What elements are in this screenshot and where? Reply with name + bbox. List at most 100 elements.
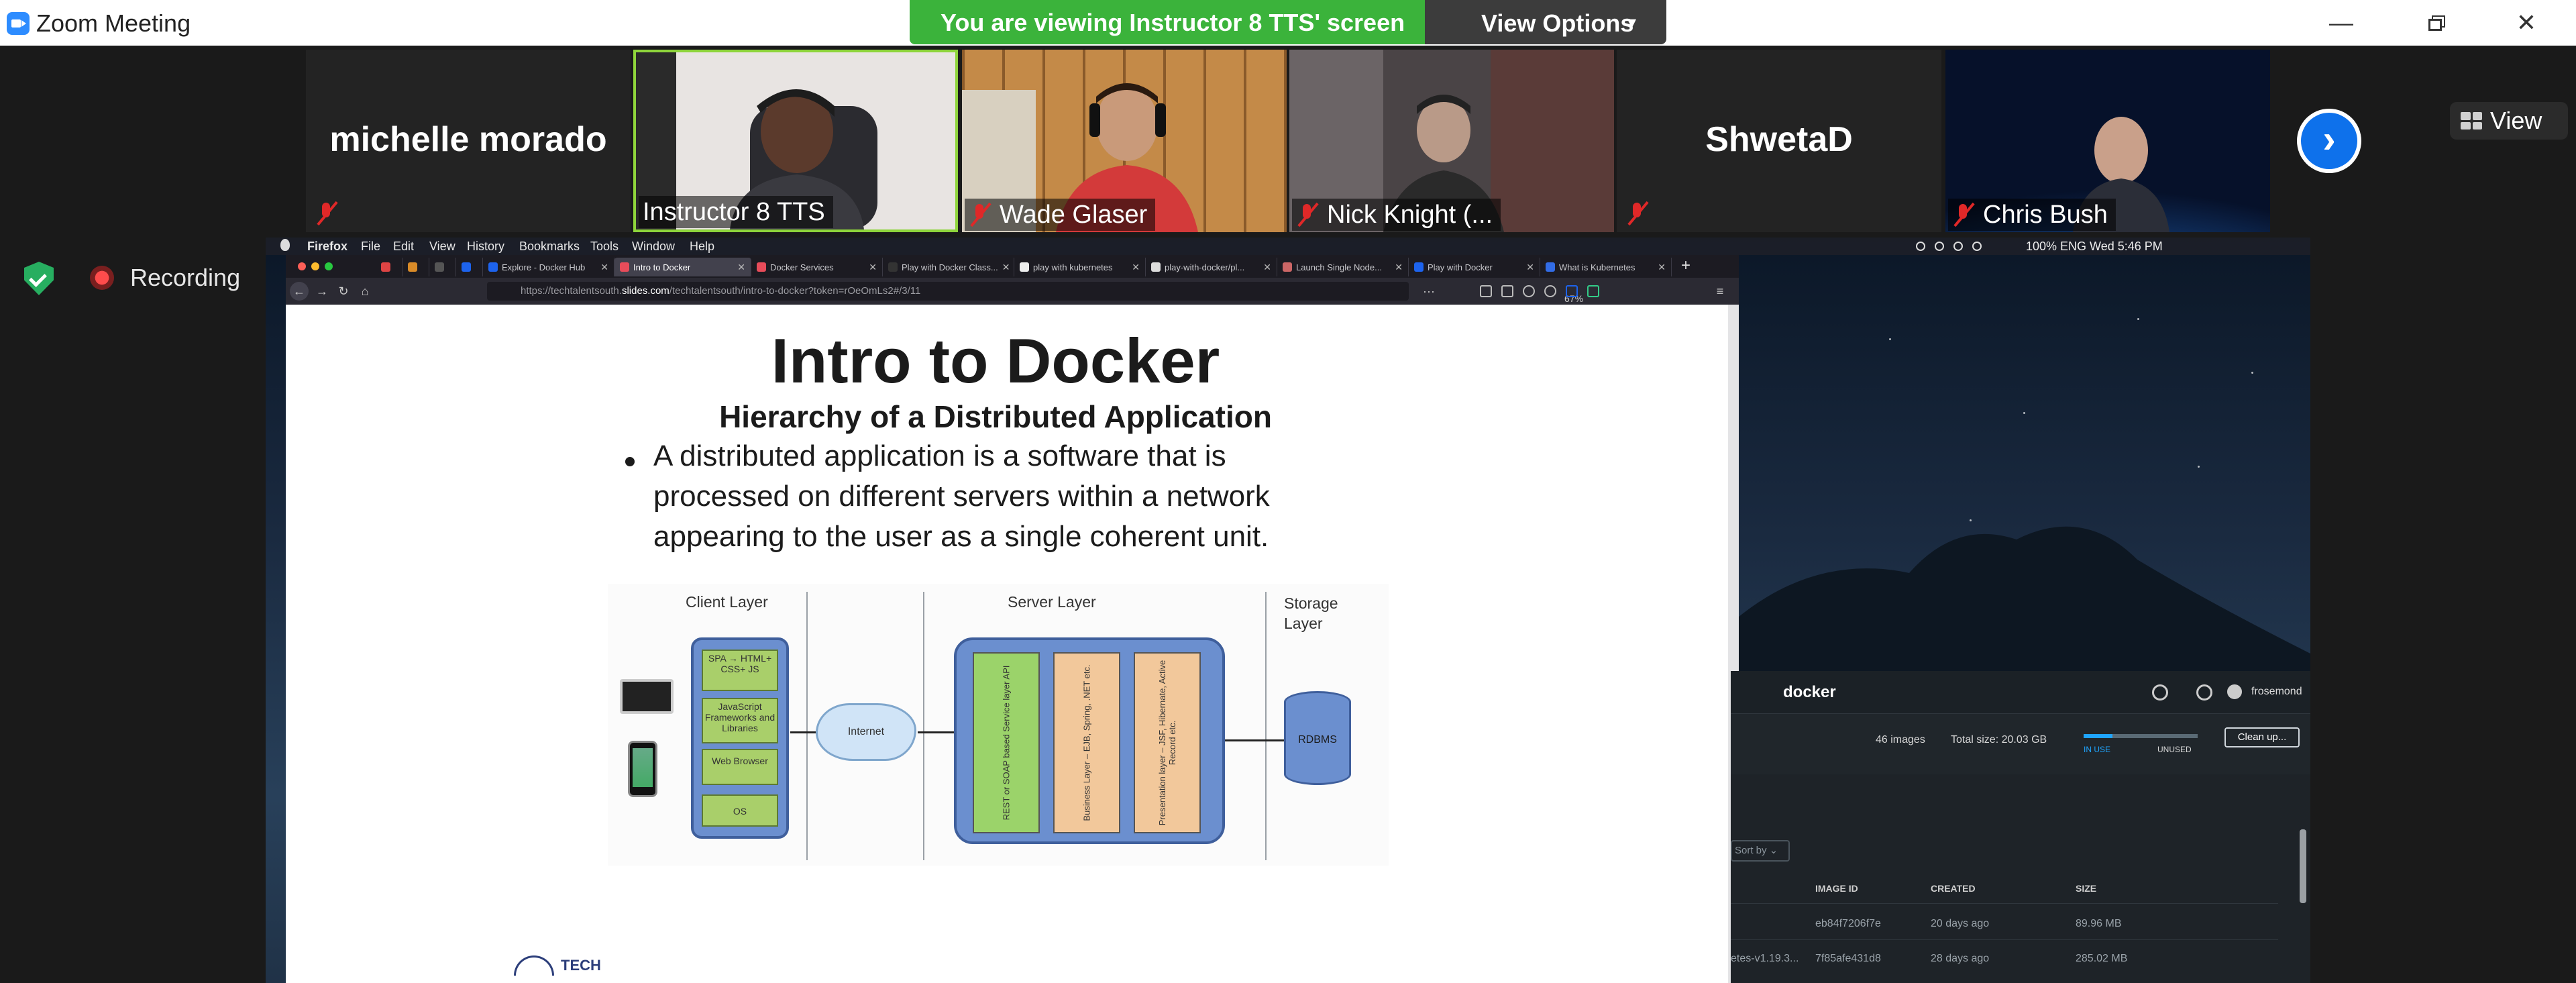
browser-tab[interactable]: What is Kubernetes✕ (1540, 258, 1672, 276)
disk-usage-fill (2084, 734, 2112, 738)
page-actions-button[interactable]: ··· (1423, 284, 1435, 298)
column-header-size[interactable]: SIZE (2076, 883, 2097, 894)
participant-tile-active-speaker[interactable]: Instructor 8 TTS (633, 50, 958, 232)
recording-label[interactable]: Recording (130, 264, 241, 291)
desktop-wallpaper-cliff (1735, 526, 2310, 680)
participant-name: Nick Knight (... (1327, 200, 1493, 229)
library-icon[interactable] (1480, 285, 1492, 297)
docker-scrollbar[interactable] (2300, 829, 2306, 903)
zoom-window-icon[interactable] (325, 262, 333, 270)
mic-muted-icon (969, 201, 991, 228)
status-icon[interactable] (1972, 242, 1982, 251)
participant-tile[interactable]: Chris Bush (1945, 50, 2270, 232)
participant-name: Instructor 8 TTS (643, 197, 825, 226)
menu-bookmarks[interactable]: Bookmarks (519, 240, 580, 253)
minimize-window-icon[interactable] (311, 262, 319, 270)
troubleshoot-icon[interactable] (2196, 684, 2212, 701)
view-layout-button[interactable]: View (2450, 102, 2568, 140)
extension-icon[interactable] (1587, 285, 1599, 297)
forward-button[interactable]: → (316, 284, 328, 298)
menu-history[interactable]: History (467, 240, 505, 253)
client-stack: SPA → HTML+ CSS+ JS JavaScript Framework… (691, 637, 789, 839)
mic-muted-icon (1296, 201, 1319, 228)
status-icon[interactable] (1935, 242, 1944, 251)
image-created: 28 days ago (1931, 953, 1990, 964)
extension-icon[interactable] (1544, 285, 1556, 297)
sidebar-icon[interactable] (1501, 285, 1513, 297)
menu-window[interactable]: Window (632, 240, 676, 253)
next-page-button[interactable]: › (2297, 109, 2361, 173)
sort-by-dropdown[interactable]: Sort by ⌄ (1731, 840, 1790, 862)
restore-button[interactable] (2408, 5, 2462, 40)
column-header-image-id[interactable]: IMAGE ID (1815, 883, 1858, 894)
back-button[interactable]: ← (290, 282, 309, 301)
slide-subtitle: Hierarchy of a Distributed Application (719, 399, 1272, 434)
reload-button[interactable]: ↻ (338, 284, 349, 298)
close-button[interactable]: ✕ (2516, 9, 2537, 36)
browser-tab[interactable]: Launch Single Node...✕ (1277, 258, 1409, 276)
apple-menu-icon[interactable] (280, 239, 290, 251)
pinned-tab-docker[interactable] (456, 258, 483, 276)
internet-cloud: Internet (816, 703, 916, 761)
cleanup-button[interactable]: Clean up... (2224, 727, 2300, 747)
participant-tile[interactable]: ShwetaD (1617, 50, 1941, 232)
browser-tab[interactable]: play with kubernetes✕ (1014, 258, 1146, 276)
account-icon[interactable] (1523, 285, 1535, 297)
participant-tile[interactable]: Nick Knight (... (1289, 50, 1614, 232)
new-tab-button[interactable]: + (1681, 256, 1691, 274)
browser-tab[interactable]: Explore - Docker Hub✕ (483, 258, 614, 276)
browser-tab[interactable]: play-with-docker/pl...✕ (1146, 258, 1277, 276)
image-size: 89.96 MB (2076, 918, 2122, 929)
mic-muted-icon (315, 200, 338, 227)
client-box: SPA → HTML+ CSS+ JS (702, 650, 778, 691)
menu-firefox[interactable]: Firefox (307, 240, 348, 253)
settings-gear-icon[interactable] (2152, 684, 2168, 701)
service-layer-column: REST or SOAP based Service layer API (973, 652, 1040, 833)
client-box: JavaScript Frameworks and Libraries (702, 698, 778, 743)
database-cylinder: RDBMS (1284, 691, 1351, 785)
browser-tab-active[interactable]: Intro to Docker✕ (614, 258, 751, 276)
participant-name: Wade Glaser (1000, 200, 1148, 229)
docker-username[interactable]: frosemond (2251, 686, 2302, 697)
extension-icon[interactable] (1566, 285, 1578, 297)
participant-label: Instructor 8 TTS (639, 196, 833, 228)
encryption-shield-icon[interactable] (24, 262, 54, 295)
menu-tools[interactable]: Tools (590, 240, 619, 253)
minimize-button[interactable]: — (2329, 9, 2353, 36)
view-options-button[interactable]: View Options ▾ (1425, 0, 1666, 44)
pinned-tab-linkedin[interactable] (402, 258, 429, 276)
user-avatar-icon[interactable] (2227, 684, 2242, 699)
browser-tab[interactable]: Docker Services✕ (751, 258, 883, 276)
column-header-created[interactable]: CREATED (1931, 883, 1976, 894)
status-icon[interactable] (1953, 242, 1963, 251)
menu-edit[interactable]: Edit (393, 240, 415, 253)
close-window-icon[interactable] (298, 262, 306, 270)
url-bar[interactable]: https://techtalentsouth.slides.com/techt… (487, 282, 1583, 304)
mac-menubar: Firefox File Edit View History Bookmarks… (266, 238, 2310, 255)
image-created: 20 days ago (1931, 918, 1990, 929)
server-layer-box: REST or SOAP based Service layer API Bus… (954, 637, 1225, 844)
home-button[interactable]: ⌂ (361, 284, 369, 298)
participant-name: michelle morado (329, 120, 607, 159)
in-use-label: IN USE (2084, 745, 2111, 754)
status-icon[interactable] (1916, 242, 1925, 251)
browser-tab[interactable]: Play with Docker Class...✕ (883, 258, 1014, 276)
browser-tab[interactable]: Play with Docker✕ (1409, 258, 1540, 276)
participant-tile[interactable]: Wade Glaser (962, 50, 1287, 232)
view-layout-label: View (2490, 107, 2542, 134)
arrow-icon (918, 731, 954, 733)
docker-header: docker frosemond (1731, 671, 2310, 714)
chevron-right-icon: › (2301, 113, 2357, 169)
arrow-icon (790, 731, 816, 733)
image-size: 285.02 MB (2076, 953, 2128, 964)
pinned-tab-gmail[interactable] (376, 258, 402, 276)
menu-button[interactable]: ≡ (1716, 284, 1724, 298)
menu-view[interactable]: View (429, 240, 455, 253)
pinned-tab[interactable] (429, 258, 456, 276)
participant-tile[interactable]: michelle morado (306, 50, 631, 232)
unused-label: UNUSED (2157, 745, 2192, 754)
url-prefix: https://techtalentsouth. (521, 285, 622, 297)
share-banner-text: You are viewing Instructor 8 TTS' screen (941, 9, 1405, 36)
menu-file[interactable]: File (361, 240, 381, 253)
menu-help[interactable]: Help (690, 240, 715, 253)
